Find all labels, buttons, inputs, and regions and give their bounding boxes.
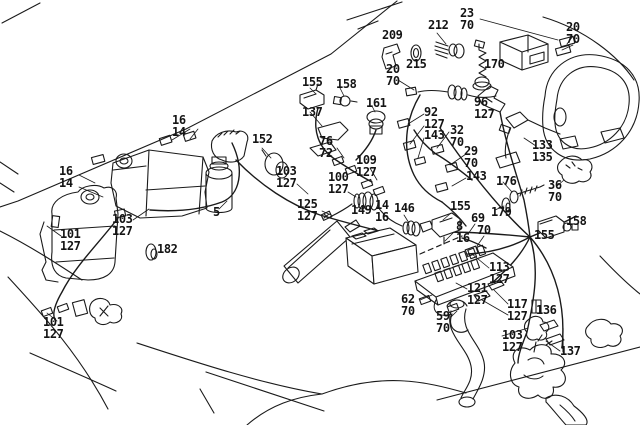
control-unit-box-drawing xyxy=(345,227,419,285)
combination-switch-drawing xyxy=(495,111,593,239)
upper-connector-cluster xyxy=(299,83,386,157)
wiring-harness-lines xyxy=(53,94,577,364)
steering-wheel-drawing xyxy=(542,54,640,161)
barrel-connector-icons xyxy=(329,191,461,245)
fuse-box-drawing xyxy=(414,244,516,333)
steering-column-lower-drawing xyxy=(510,334,588,425)
washer-reservoir-drawing xyxy=(39,149,233,283)
hose-drawing xyxy=(446,299,486,408)
engine-parts-drawing xyxy=(210,129,289,179)
leader-lines xyxy=(46,18,574,352)
cross-member-drawing xyxy=(282,210,361,284)
hood-connector-icons xyxy=(158,130,386,197)
lower-right-connector-icons xyxy=(464,245,623,353)
left-connector-group xyxy=(40,243,158,326)
ignition-module-drawing xyxy=(381,34,576,113)
bundle-connector-icons xyxy=(396,117,459,193)
